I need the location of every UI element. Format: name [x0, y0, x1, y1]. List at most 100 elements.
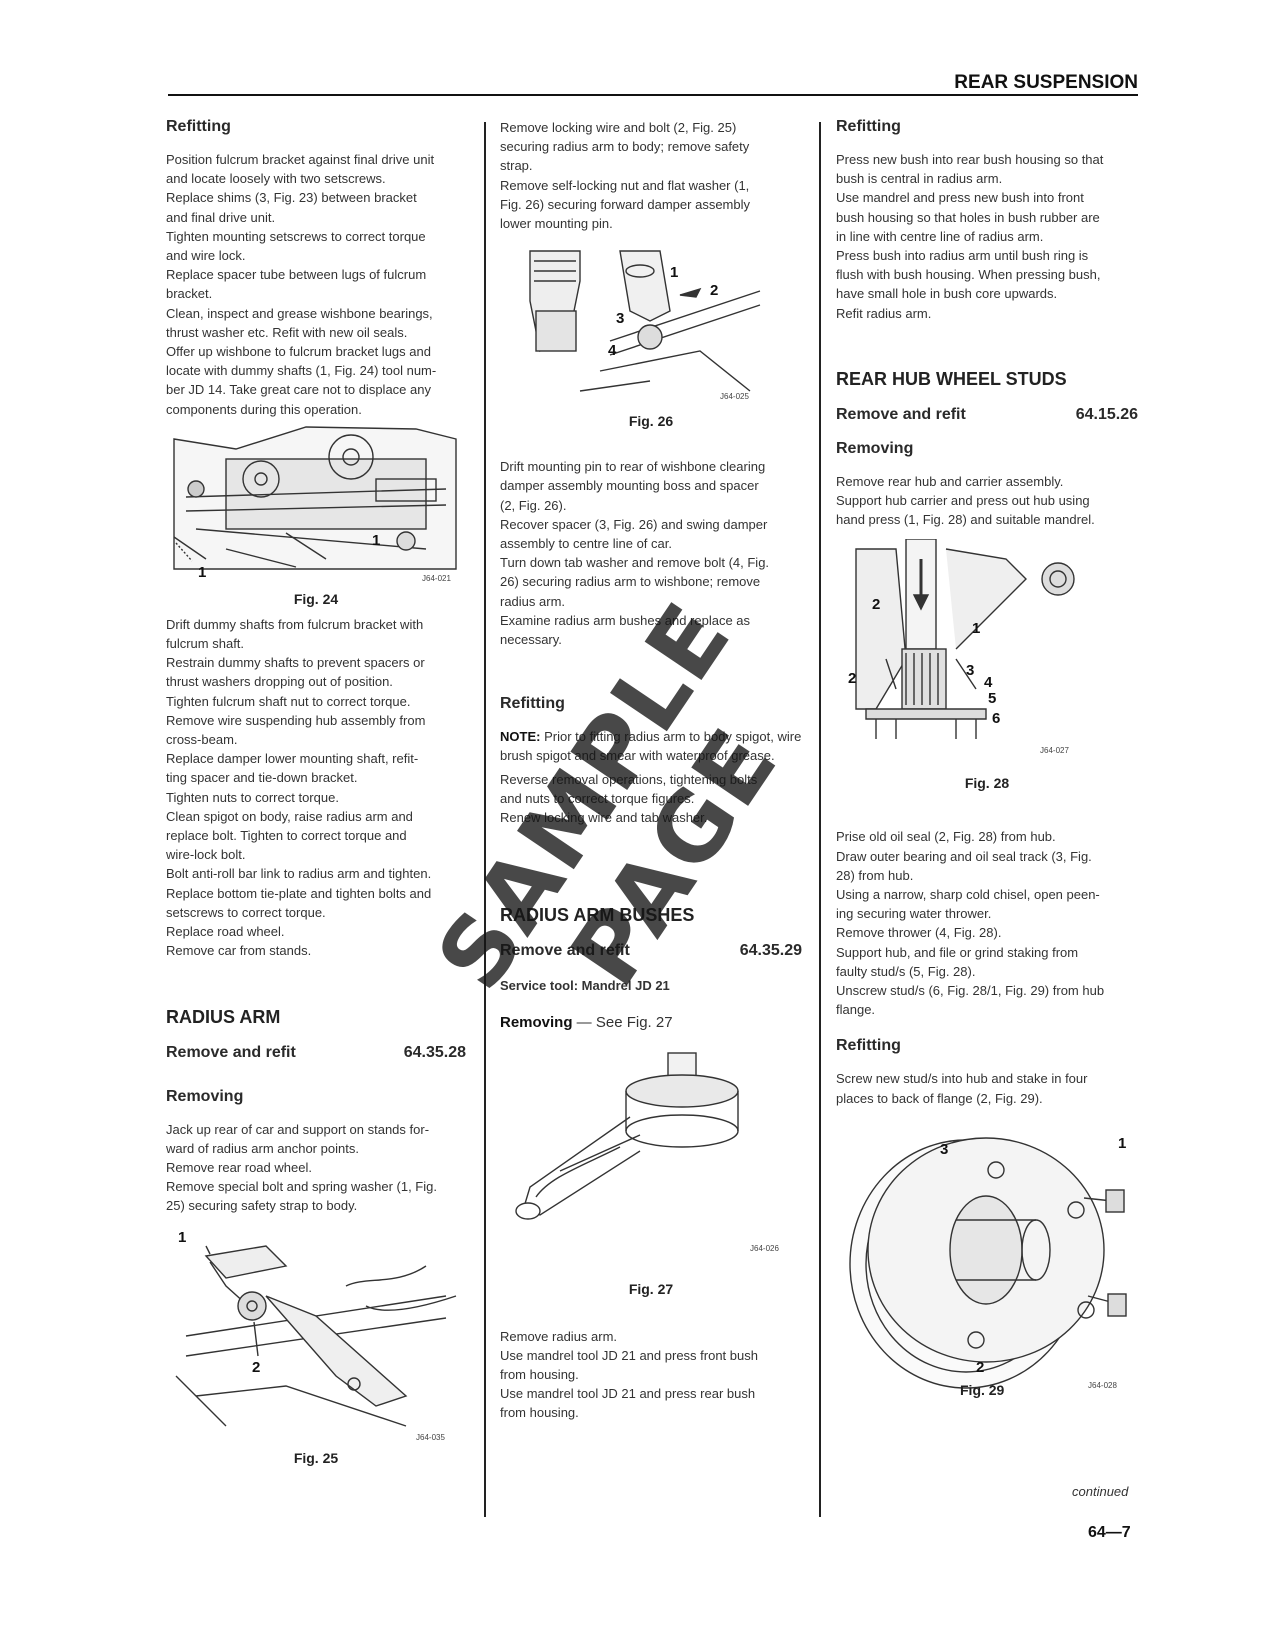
text-line: Tighten mounting setscrews to correct to…: [166, 228, 426, 244]
col2-refitting-heading: Refitting: [500, 695, 565, 713]
fig29-label-2: 2: [976, 1359, 984, 1376]
figure-24: 1 1 J64-021: [173, 426, 457, 583]
radius-arm-heading: RADIUS ARM: [166, 1006, 281, 1027]
fig26-label-4: 4: [608, 342, 617, 359]
text-line: Drift mounting pin to rear of wishbone c…: [500, 459, 766, 475]
text-line: Remove special bolt and spring washer (1…: [166, 1179, 437, 1195]
text-line: Restrain dummy shafts to prevent spacers…: [166, 655, 425, 671]
text-line: in line with centre line of radius arm.: [836, 228, 1044, 244]
text-line: lower mounting pin.: [500, 216, 613, 232]
text-line: necessary.: [500, 632, 562, 648]
operation-code: 64.35.28: [403, 1043, 466, 1061]
fig24-caption: Fig. 24: [293, 590, 339, 607]
removing-line: Removing — See Fig. 27: [500, 1013, 802, 1032]
fig29-label-1: 1: [1118, 1135, 1126, 1152]
text-line: Bolt anti-roll bar link to radius arm an…: [166, 866, 432, 882]
rear-hub-wheel-studs-heading: REAR HUB WHEEL STUDS: [836, 368, 1067, 389]
text-line: Remove locking wire and bolt (2, Fig. 25…: [500, 120, 737, 135]
text-line: 25) securing safety strap to body.: [166, 1198, 358, 1214]
text-line: Jack up rear of car and support on stand…: [166, 1121, 430, 1137]
text-line: 26) securing radius arm to wishbone; rem…: [500, 574, 761, 590]
text-line: fulcrum shaft.: [166, 636, 245, 652]
fig26-label-1: 1: [670, 264, 678, 281]
refitting-heading: Refitting: [166, 118, 231, 135]
fig26-label-2: 2: [710, 282, 718, 299]
text-line: Tighten fulcrum shaft nut to correct tor…: [166, 693, 411, 709]
fig28-caption: Fig. 28: [964, 775, 1010, 792]
text-line: have small hole in bush core upwards.: [836, 286, 1058, 302]
note-text: Prior to fitting radius arm to body spig…: [500, 729, 802, 764]
text-line: cross-beam.: [166, 732, 238, 748]
fig28-label-1: 1: [972, 620, 980, 637]
fig27-caption: Fig. 27: [628, 1280, 674, 1297]
removing-text: Jack up rear of car and support on stand…: [166, 1120, 466, 1216]
fig28-ref: J64-027: [1040, 746, 1069, 755]
note-paragraph: NOTE: Prior to fitting radius arm to bod…: [500, 727, 802, 765]
text-line: Offer up wishbone to fulcrum bracket lug…: [166, 344, 431, 360]
col3-refitting-text: Press new bush into rear bush housing so…: [836, 150, 1138, 323]
text-line: Recover spacer (3, Fig. 26) and swing da…: [500, 516, 768, 532]
fig29-ref: J64-028: [1088, 1381, 1117, 1390]
text-line: Tighten nuts to correct torque.: [166, 789, 339, 805]
text-line: damper assembly mounting boss and spacer: [500, 478, 759, 494]
fig28-label-6: 6: [992, 710, 1000, 727]
text-line: and nuts to correct torque figures.: [500, 790, 695, 806]
continued-note: continued: [1072, 1484, 1129, 1499]
text-line: Remove radius arm.: [500, 1328, 618, 1344]
fig29-label-3: 3: [940, 1141, 948, 1158]
service-tool: Service tool: Mandrel JD 21: [500, 978, 670, 994]
text-line: and final drive unit.: [166, 209, 276, 225]
text-line: ing securing water thrower.: [836, 906, 992, 922]
col2-refitting-text: Reverse removal operations, tightening b…: [500, 770, 802, 828]
text-line: Remove self-locking nut and flat washer …: [500, 177, 750, 193]
text-line: Prise old oil seal (2, Fig. 28) from hub…: [836, 829, 1056, 845]
text-line: Remove wire suspending hub assembly from: [166, 712, 426, 728]
text-line: from housing.: [500, 1405, 579, 1421]
text-line: Screw new stud/s into hub and stake in f…: [836, 1071, 1088, 1087]
text-line: faulty stud/s (5, Fig. 28).: [836, 963, 976, 979]
fig28-label-4: 4: [984, 674, 993, 691]
text-line: Use mandrel tool JD 21 and press rear bu…: [500, 1386, 756, 1402]
col3-removing-heading: Removing: [836, 439, 914, 457]
fig25-ref: J64-035: [416, 1433, 445, 1442]
text-line: setscrews to correct torque.: [166, 904, 326, 920]
removing-heading: Removing: [166, 1087, 244, 1105]
text-line: securing radius arm to body; remove safe…: [500, 139, 750, 155]
text-line: Draw outer bearing and oil seal track (3…: [836, 848, 1092, 864]
text-line: assembly to centre line of car.: [500, 536, 672, 552]
fig28-label-2b: 2: [848, 670, 856, 687]
text-line: replace bolt. Tighten to correct torque …: [166, 828, 407, 844]
col3-refitting2-heading: Refitting: [836, 1037, 901, 1055]
section-title: REAR SUSPENSION: [954, 72, 1138, 93]
removing-label: Removing: [500, 1014, 573, 1032]
column-2: Remove locking wire and bolt (2, Fig. 25…: [500, 118, 802, 1423]
text-line: Reverse removal operations, tightening b…: [500, 771, 758, 787]
col3-removing-text: Remove rear hub and carrier assembly.Sup…: [836, 472, 1138, 530]
text-line: Use mandrel and press new bush into fron…: [836, 190, 1084, 206]
text-line: Examine radius arm bushes and replace as: [500, 612, 751, 628]
text-line: flange.: [836, 1002, 876, 1018]
text-line: 28) from hub.: [836, 867, 914, 883]
text-line: ward of radius arm anchor points.: [166, 1140, 359, 1156]
remove-refit-label: Remove and refit: [500, 942, 630, 960]
after-fig27-text: Remove radius arm. Use mandrel tool JD 21…: [500, 1327, 802, 1423]
text-line: Remove rear hub and carrier assembly.: [836, 473, 1064, 489]
text-line: wire-lock bolt.: [166, 847, 246, 863]
text-line: Clean spigot on body, raise radius arm a…: [166, 808, 413, 824]
text-line: Replace shims (3, Fig. 23) between brack…: [166, 190, 417, 206]
figure-27: J64-026: [515, 1051, 779, 1253]
fig25-label-2: 2: [252, 1359, 260, 1376]
text-line: ting spacer and tie-down bracket.: [166, 770, 358, 786]
text-line: thrust washer etc. Refit with new oil se…: [166, 324, 408, 340]
text-line: Using a narrow, sharp cold chisel, open …: [836, 887, 1100, 903]
text-line: Renew locking wire and tab washer.: [500, 810, 708, 826]
radius-arm-bushes-heading: RADIUS ARM BUSHES: [500, 905, 695, 926]
fig26-ref: J64-025: [720, 392, 749, 401]
text-line: components during this operation.: [166, 401, 362, 417]
page-number: 64—7: [1088, 1524, 1131, 1541]
text-line: flush with bush housing. When pressing b…: [836, 267, 1101, 283]
fig24-ref: J64-021: [422, 574, 451, 583]
column-divider-right: [819, 122, 821, 1517]
figure-26: 1 2 3 4 J64-025: [529, 250, 761, 401]
column-1: Refitting Position fulcrum bracket again…: [166, 118, 466, 1474]
